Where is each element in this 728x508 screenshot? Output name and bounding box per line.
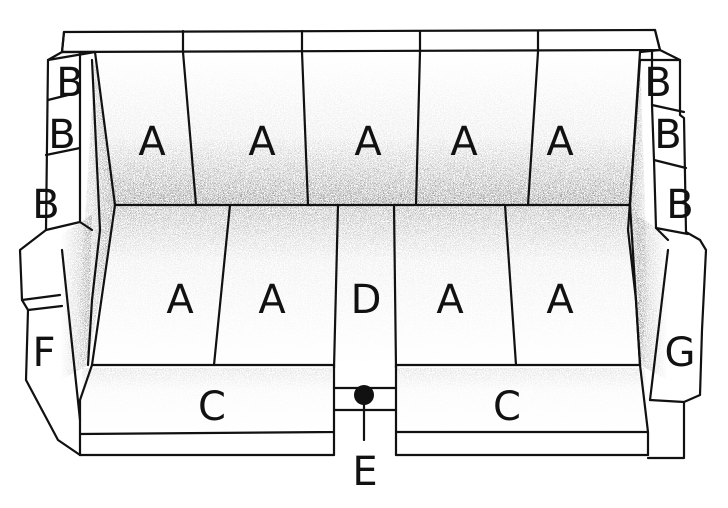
shading-layer: [60, 52, 668, 432]
label-front-c-right: C: [493, 384, 521, 430]
label-back-a-4: A: [450, 119, 478, 165]
pointer-e: [354, 385, 374, 442]
label-floor-a-3: A: [436, 277, 464, 323]
label-e: E: [352, 449, 377, 495]
label-floor-a-2: A: [258, 277, 286, 323]
labels: A A A A A A A D A A C C E B B B F B B B …: [32, 60, 695, 495]
label-floor-d: D: [351, 277, 382, 323]
label-right-b-3: B: [666, 182, 693, 228]
label-left-f: F: [32, 330, 55, 376]
label-left-b-3: B: [32, 182, 59, 228]
top-rim: [60, 28, 662, 54]
label-back-a-2: A: [248, 119, 276, 165]
label-left-b-1: B: [56, 60, 83, 106]
label-back-a-1: A: [138, 119, 166, 165]
label-back-a-3: A: [354, 119, 382, 165]
label-back-a-5: A: [546, 119, 574, 165]
right-wall: [626, 28, 708, 460]
label-right-b-1: B: [644, 60, 671, 106]
label-left-b-2: B: [48, 112, 75, 158]
label-right-g: G: [665, 330, 696, 376]
label-right-b-2: B: [654, 112, 681, 158]
label-floor-a-1: A: [166, 277, 194, 323]
left-wall: [18, 30, 102, 457]
label-floor-a-4: A: [546, 277, 574, 323]
label-front-c-left: C: [198, 384, 226, 430]
